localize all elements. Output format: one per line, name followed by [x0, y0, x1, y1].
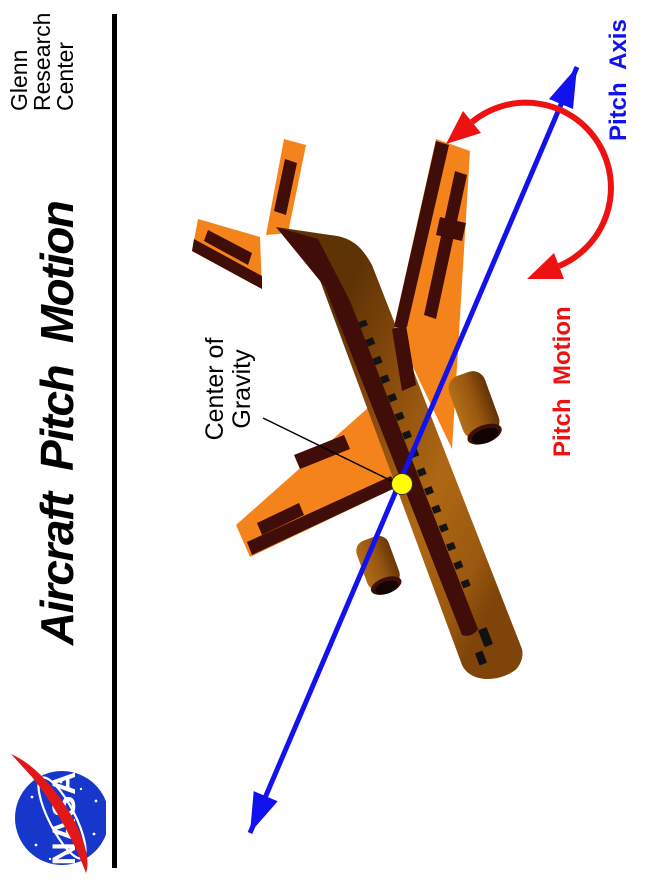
pitch-axis-arrowhead	[549, 67, 577, 109]
far-wing-marking	[257, 503, 304, 535]
cg-label-line-1: Center of	[201, 337, 229, 441]
vertical-stabilizer	[192, 219, 262, 289]
near-wing-flap-stripe	[424, 171, 467, 319]
cg-leader-line	[262, 417, 397, 484]
cockpit-window	[478, 627, 493, 647]
far-wing-leading-edge-stripe	[247, 476, 397, 555]
fin-marking	[204, 230, 252, 265]
nasa-logo: NASA	[6, 751, 106, 881]
stabilizer-marking	[274, 159, 297, 215]
near-wing-leading-edge-stripe	[394, 141, 449, 327]
fuselage-top-band	[276, 227, 478, 636]
near-engine	[448, 371, 502, 445]
cockpit-window	[475, 650, 487, 666]
near-stabilizer	[266, 139, 306, 235]
fin-leading-edge-stripe	[192, 239, 262, 289]
near-wing	[392, 139, 470, 449]
nasa-meatball-icon: NASA	[11, 754, 106, 873]
cg-label-line-2: Gravity	[228, 349, 256, 429]
far-wing-marking	[294, 435, 350, 469]
pitch-motion-arrow	[446, 99, 614, 279]
near-wing-marking	[436, 217, 466, 241]
far-engine	[356, 535, 402, 595]
logo-stars	[30, 780, 98, 861]
pitch-axis-label: Pitch Axis	[605, 19, 632, 141]
pitch-motion-arrowhead	[446, 111, 481, 144]
center-of-gravity-marker	[391, 473, 413, 495]
far-wing	[236, 407, 397, 557]
pitch-axis-arrow	[247, 66, 580, 834]
pitch-motion-label: Pitch Motion	[549, 306, 576, 457]
pitch-motion-arrowhead	[527, 253, 564, 279]
pitch-axis-arrowhead	[250, 791, 278, 833]
near-wing-root-shade	[392, 325, 416, 391]
center-of-gravity-label: Center of Gravity	[201, 308, 256, 470]
